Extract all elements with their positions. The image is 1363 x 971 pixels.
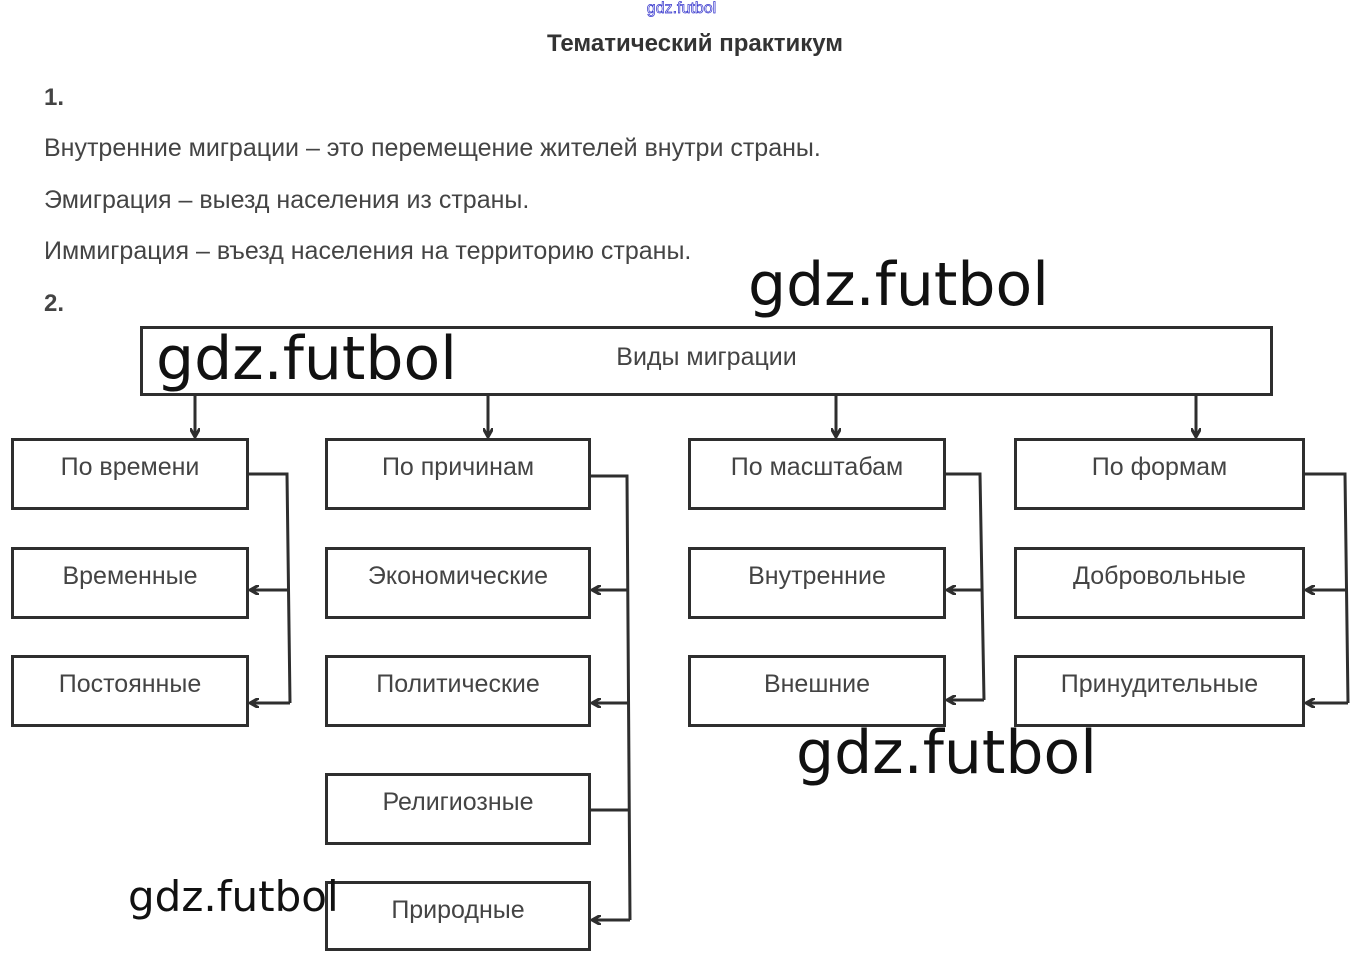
item-natural: Природные: [325, 881, 591, 951]
item-forced: Принудительные: [1014, 655, 1305, 727]
definition-internal: Внутренние миграции – это перемещение жи…: [44, 134, 821, 162]
watermark: gdz.futbol: [156, 324, 457, 394]
section-2-number: 2.: [44, 290, 65, 317]
item-external: Внешние: [688, 655, 946, 727]
item-internal: Внутренние: [688, 547, 946, 619]
watermark: gdz.futbol: [128, 872, 339, 921]
column-header-by-forms: По формам: [1014, 438, 1305, 510]
definition-immigration: Иммиграция – въезд населения на территор…: [44, 237, 692, 265]
item-temporary: Временные: [11, 547, 249, 619]
section-1-number: 1.: [44, 84, 65, 111]
watermark: gdz.futbol: [796, 718, 1097, 788]
item-economic: Экономические: [325, 547, 591, 619]
page-title: Тематический практикум: [546, 30, 844, 57]
item-religious: Религиозные: [325, 773, 591, 845]
item-political: Политические: [325, 655, 591, 727]
watermark: gdz.futbol: [748, 250, 1049, 320]
column-header-by-time: По времени: [11, 438, 249, 510]
root-box-migration-types: Виды миграции: [140, 326, 1273, 396]
column-header-by-scale: По масштабам: [688, 438, 946, 510]
watermark-top: gdz.futbol: [646, 0, 717, 17]
column-header-by-reasons: По причинам: [325, 438, 591, 510]
item-voluntary: Добровольные: [1014, 547, 1305, 619]
definition-emigration: Эмиграция – выезд населения из страны.: [44, 186, 530, 214]
item-permanent: Постоянные: [11, 655, 249, 727]
